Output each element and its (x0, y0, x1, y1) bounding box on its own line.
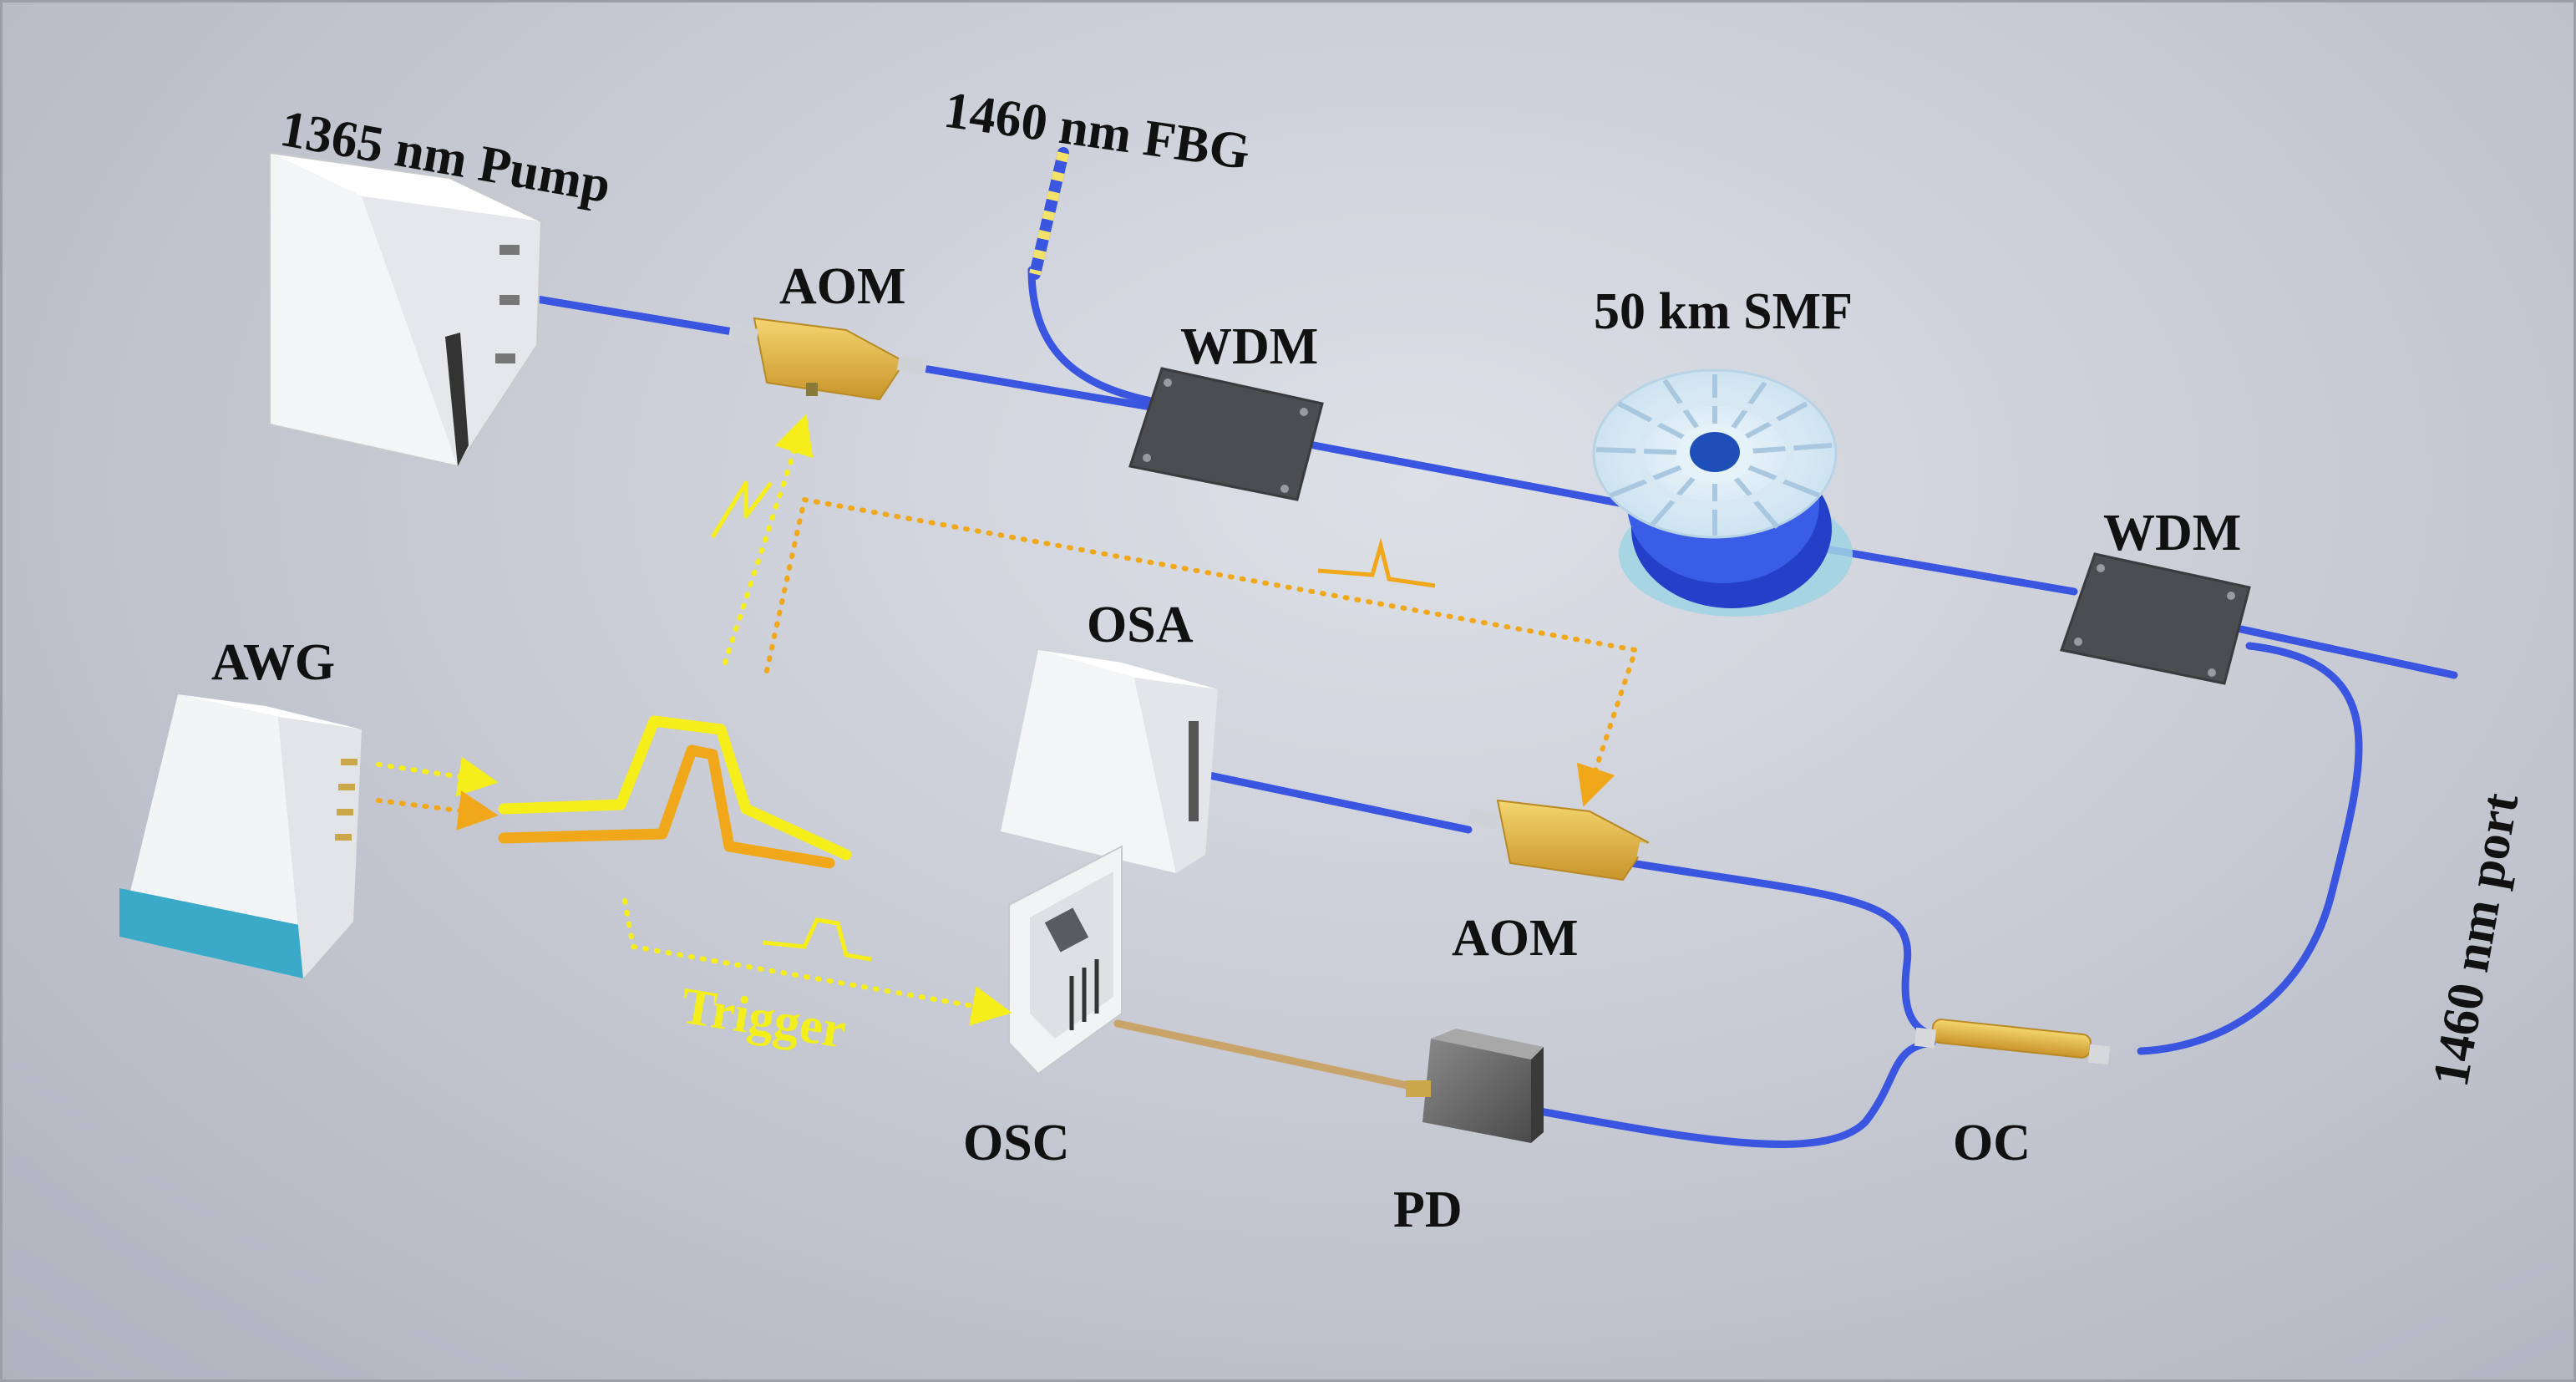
trigger-pulse-glyph (762, 917, 872, 962)
osc-box (1008, 845, 1123, 1075)
cable-pd-to-osc (1113, 1019, 1427, 1093)
smf-spool (1592, 368, 1853, 617)
label-1460-port: 1460 nm port (2422, 789, 2530, 1091)
label-osc: OSC (963, 1115, 1069, 1171)
dotted-trigger-to-osc (622, 898, 1012, 1026)
dotted-to-top-aom (723, 414, 814, 665)
pulse-yellow (498, 715, 852, 861)
awg-box (119, 694, 362, 978)
rf-signal-glyph (710, 480, 773, 539)
pulse-waveform (498, 715, 852, 869)
aom-bottom-device (1467, 799, 1670, 882)
label-osa: OSA (1087, 597, 1194, 653)
label-fbg: 1460 nm FBG (941, 82, 1253, 181)
pulse-orange (498, 744, 835, 869)
wdm-left-device (1128, 367, 1324, 501)
dotted-to-bottom-aom (764, 496, 1639, 807)
fiber-pd-to-oc (1527, 1039, 1936, 1148)
label-awg: AWG (211, 634, 335, 691)
label-pd: PD (1393, 1181, 1463, 1238)
orange-pulse-glyph (1317, 537, 1436, 588)
label-aom-top: AOM (779, 258, 906, 315)
fiber-network (533, 266, 2458, 1148)
osa-box (1001, 650, 1218, 873)
label-wdm-left: WDM (1180, 318, 1318, 375)
label-smf: 50 km SMF (1594, 283, 1853, 340)
label-wdm-right: WDM (2103, 505, 2241, 561)
dotted-awg-to-pulse-orange (376, 790, 499, 831)
fbg-grating (1029, 147, 1069, 280)
pump-laser-box (269, 151, 543, 468)
pd-device (1406, 1029, 1544, 1143)
label-oc: OC (1953, 1115, 2031, 1171)
dotted-awg-to-pulse-yellow (376, 756, 499, 797)
aom-top-device (728, 317, 928, 401)
fiber-pump-to-aom (533, 295, 742, 337)
label-aom-bottom: AOM (1452, 910, 1579, 967)
oc-coupler (1914, 1019, 2111, 1065)
wdm-right-device (2060, 552, 2251, 685)
fiber-osa-to-aom (1205, 771, 1473, 834)
fiber-fbg (1027, 266, 1159, 406)
fiber-aom-to-oc (1627, 859, 1970, 1043)
fiber-aom-to-wdm (905, 362, 1159, 412)
label-trigger: Trigger (677, 978, 850, 1059)
fiber-wdm-out (2237, 625, 2458, 679)
fiber-1460-port (2137, 642, 2363, 1055)
diagram-canvas: 1365 nm Pump 1460 nm FBG AOM WDM 50 km S… (119, 82, 2530, 1238)
